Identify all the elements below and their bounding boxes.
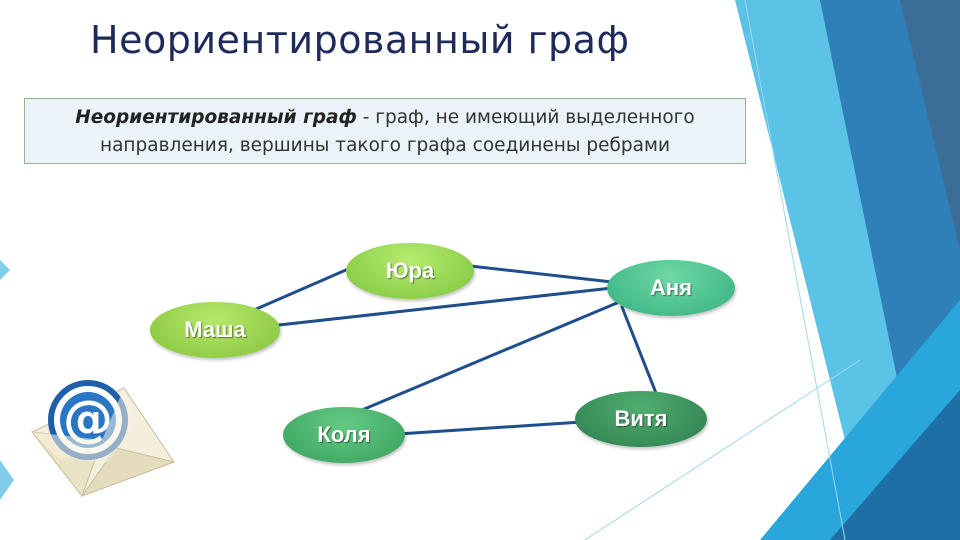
graph-edge — [362, 300, 624, 410]
node-yura: Юра — [346, 243, 474, 299]
graph-edge — [470, 266, 612, 282]
graph-edge — [622, 307, 656, 393]
node-vitya: Витя — [575, 391, 707, 447]
node-masha: Маша — [150, 302, 280, 358]
graph-edge — [398, 422, 582, 434]
email-envelope-icon: @ — [28, 370, 178, 498]
node-anya: Аня — [607, 260, 735, 316]
node-kolya: Коля — [283, 407, 405, 463]
